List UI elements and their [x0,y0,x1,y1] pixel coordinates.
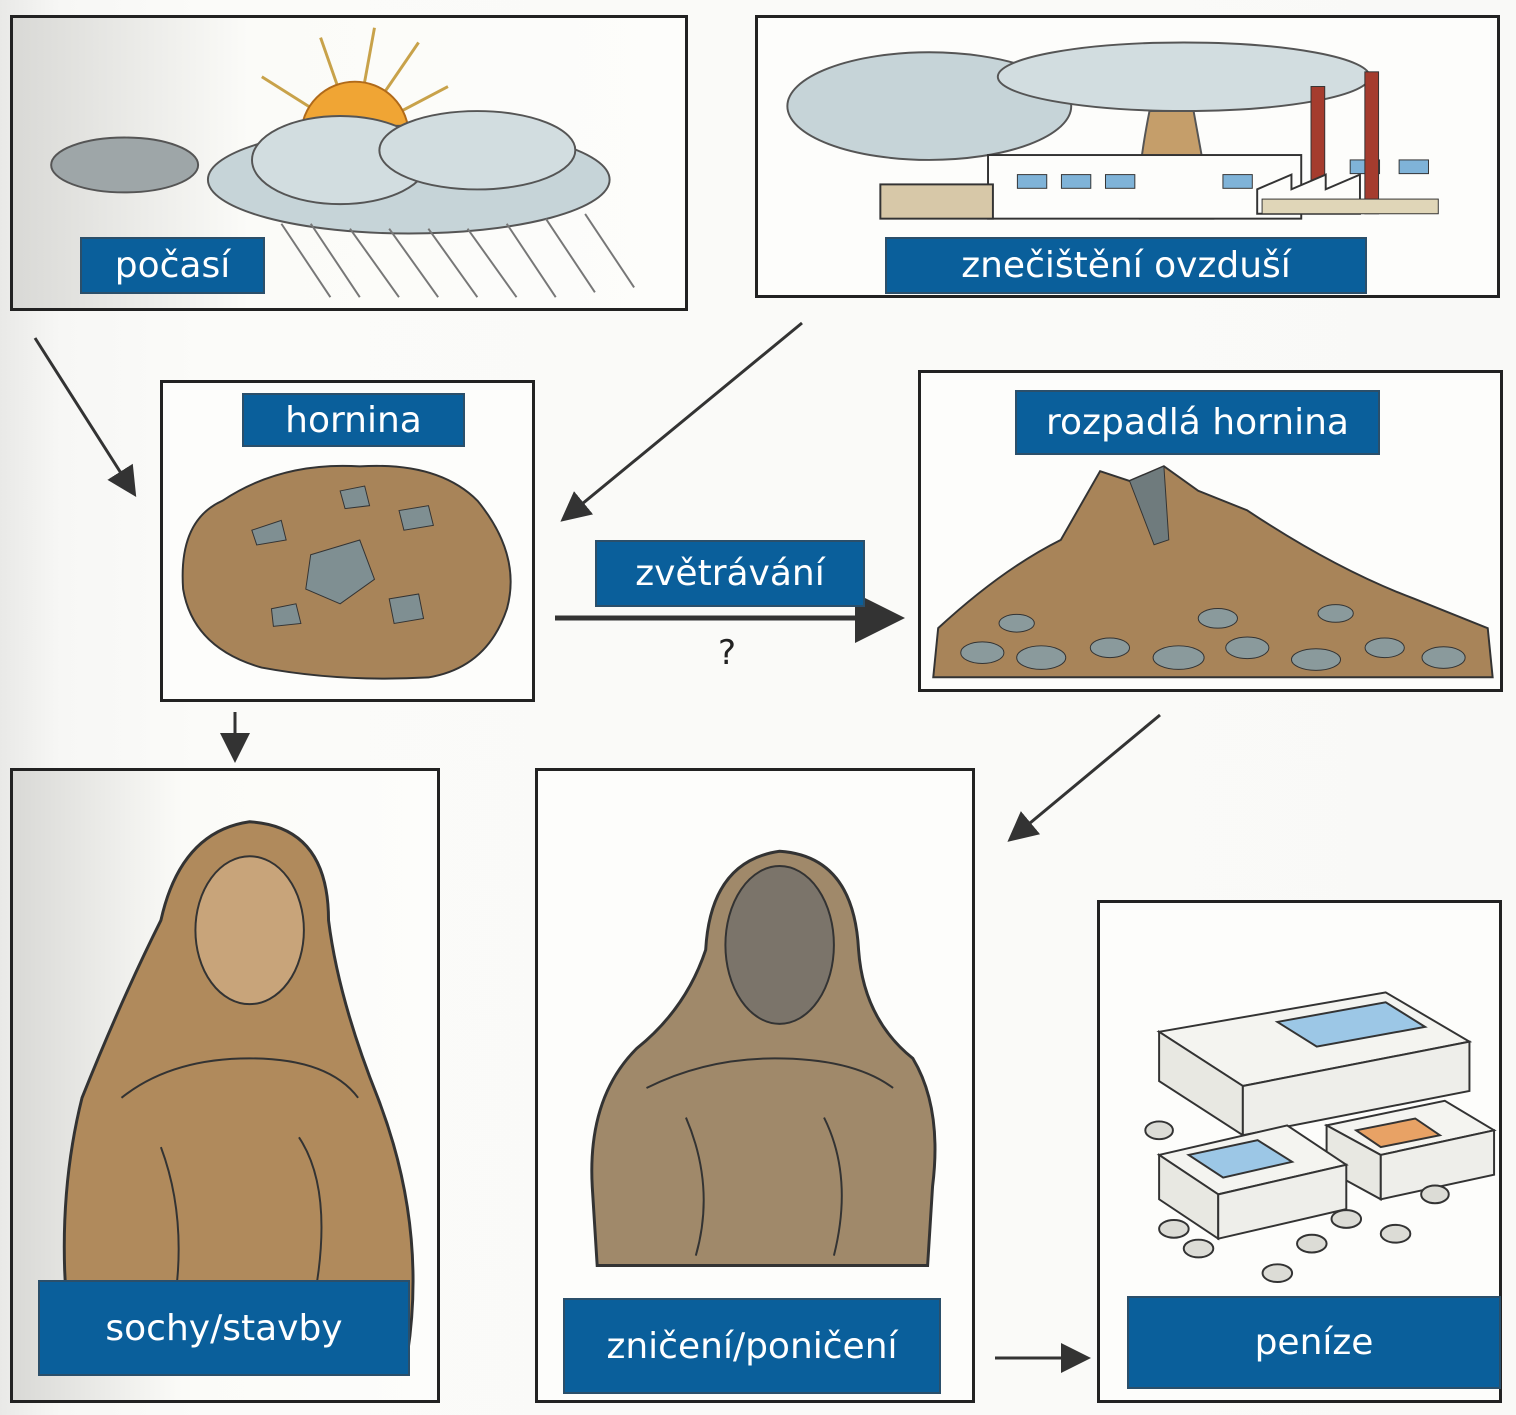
arrow-pollution-to-rock [560,321,803,522]
weather-illustration [50,27,635,298]
rock-illustration [181,464,512,680]
label-statues: sochy/stavby [38,1280,410,1376]
label-destruction: zničení/poničení [563,1298,941,1394]
label-rock: hornina [242,393,465,447]
label-decayed-rock: rozpadlá hornina [1015,390,1380,455]
label-money: peníze [1127,1296,1501,1389]
statue-illustration [62,820,415,1356]
panel-weather [10,15,688,311]
arrow-weather-to-rock [33,337,137,498]
label-air-pollution: znečištění ovzduší [885,237,1367,294]
label-weathering: zvětrávání [595,540,865,607]
decayed-rock-illustration [932,465,1494,679]
panel-air-pollution [755,15,1500,298]
label-weather: počasí [80,237,265,294]
arrow-decayed-to-destruction [1007,713,1161,842]
panel-destruction [535,768,975,1403]
factory-illustration [786,41,1439,220]
panel-rock [160,380,535,702]
damaged-statue-illustration [590,849,937,1267]
label-unknown-process: ? [718,633,737,673]
money-illustration [1144,991,1497,1284]
